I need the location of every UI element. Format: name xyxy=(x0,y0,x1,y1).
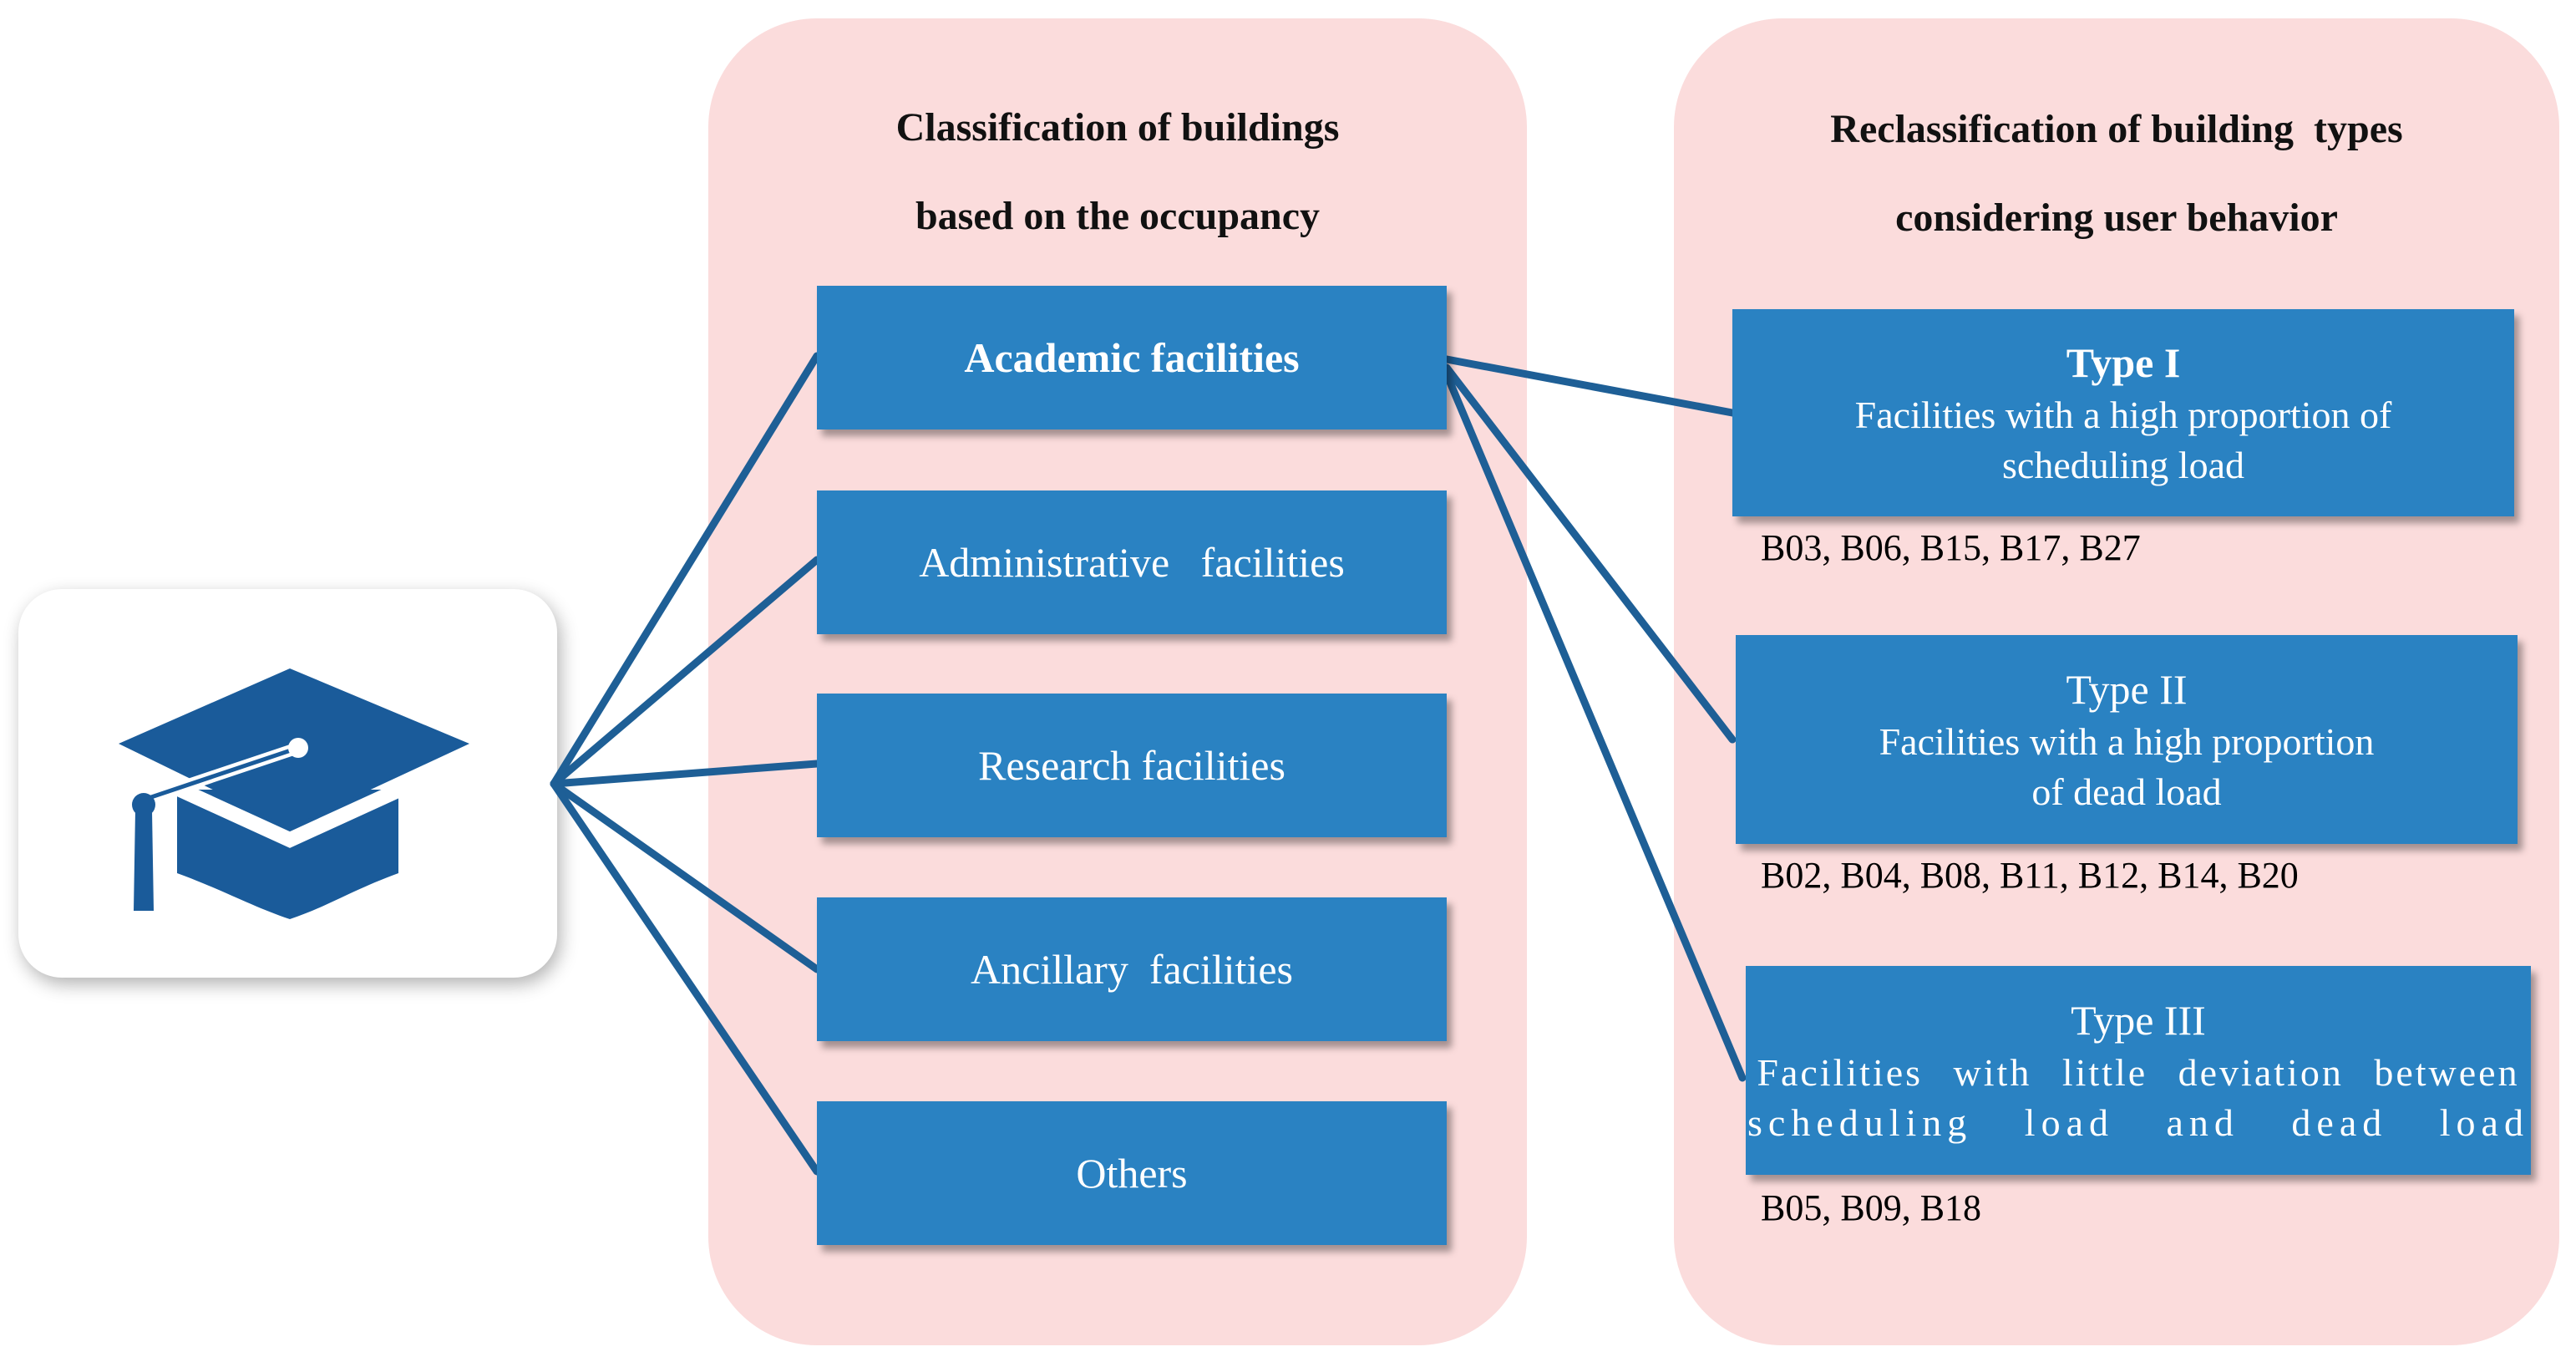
type-description-line-1: Facilities with a high proportion xyxy=(1879,720,2375,763)
type-description-line-1: Facilities with a high proportion of xyxy=(1854,394,2392,436)
type-3-building-codes: B05, B09, B18 xyxy=(1761,1187,1982,1228)
type-1-box: Type I Facilities with a high proportion… xyxy=(1732,309,2514,516)
connector-type-3 xyxy=(1443,370,1747,1082)
heading-line-1: Reclassification of building types xyxy=(1830,107,2403,151)
connector-research xyxy=(550,760,821,788)
category-label: Academic facilities xyxy=(964,334,1300,381)
category-others: Others xyxy=(817,1101,1447,1245)
type-description-line-2: of dead load xyxy=(2031,770,2222,813)
connector-others xyxy=(550,780,821,1176)
occupancy-classification-heading: Classification of buildings based on the… xyxy=(708,84,1527,261)
type-title: Type III xyxy=(2071,997,2206,1044)
category-label: Administrative facilities xyxy=(919,539,1345,586)
connector-type-2 xyxy=(1443,363,1737,744)
category-academic: Academic facilities xyxy=(817,286,1447,429)
icon-card xyxy=(18,589,557,978)
graduation-cap-icon xyxy=(119,668,469,919)
type-description-line-1: Facilities with little deviation between xyxy=(1757,1051,2520,1094)
reclassification-heading: Reclassification of building types consi… xyxy=(1674,85,2559,262)
category-research: Research facilities xyxy=(817,694,1447,837)
category-administrative: Administrative facilities xyxy=(817,490,1447,634)
heading-line-1: Classification of buildings xyxy=(895,105,1340,150)
type-title: Type I xyxy=(2066,339,2181,386)
type-3-box: Type III Facilities with little deviatio… xyxy=(1746,966,2531,1175)
connector-type-1 xyxy=(1443,355,1737,417)
connector-academic xyxy=(550,352,821,788)
category-label: Ancillary facilities xyxy=(971,946,1293,993)
type-2-box: Type II Facilities with a high proportio… xyxy=(1736,635,2518,844)
category-label: Others xyxy=(1076,1150,1188,1197)
heading-line-2: based on the occupancy xyxy=(915,194,1321,238)
category-ancillary: Ancillary facilities xyxy=(817,897,1447,1041)
type-1-building-codes: B03, B06, B15, B17, B27 xyxy=(1761,527,2141,568)
heading-line-2: considering user behavior xyxy=(1895,196,2338,240)
type-2-building-codes: B02, B04, B08, B11, B12, B14, B20 xyxy=(1761,855,2299,896)
category-label: Research facilities xyxy=(978,742,1285,789)
connector-ancillary xyxy=(550,780,821,973)
connector-administrative xyxy=(550,556,821,788)
type-description-line-2: scheduling load xyxy=(2002,444,2244,486)
type-title: Type II xyxy=(2066,666,2188,713)
type-description-line-2: scheduling load and dead load xyxy=(1747,1101,2529,1144)
